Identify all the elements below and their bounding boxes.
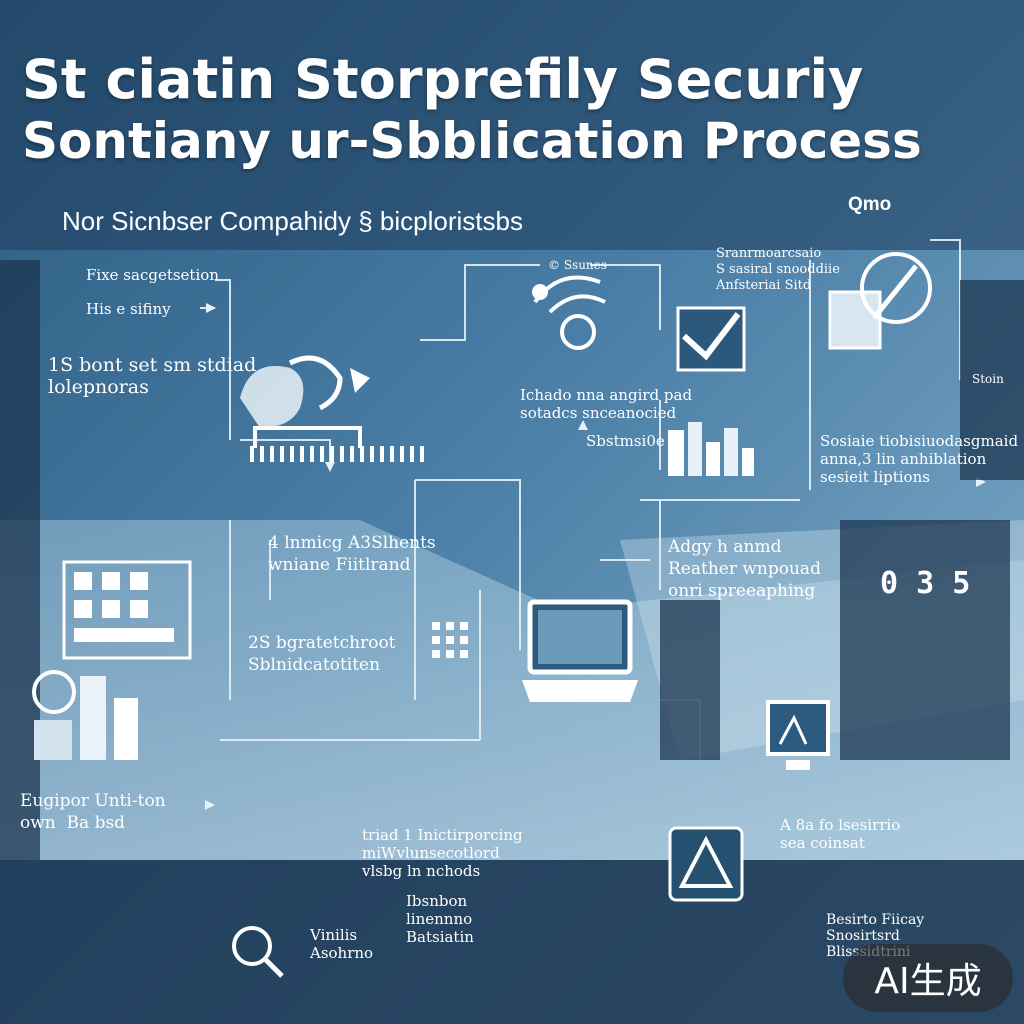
label-mid-right: Adgy h anmd Reather wnpouad onri spreeap… [668,536,821,602]
bars-icon [430,620,480,670]
numeric-readout: 0 3 5 [880,566,970,601]
label-bottom-center-2: Vinilis Asohrno [310,926,373,962]
label-bottom-center: triad 1 Inictirporcing miWvlunsecotlord … [362,826,523,880]
label-right-tiny: Stoin [972,370,1004,388]
devices-icon [30,668,170,768]
document-icon [826,248,936,352]
label-left-1: Fixe sacgetsetion [86,266,219,284]
label-mid-left-2: 2S bgratetchroot Sblnidcatotiten [248,632,396,676]
label-bottom-center-3: Ibsnbon linennno Batsiatin [406,892,474,946]
label-top-right-small: Qmo [848,194,891,216]
label-right-top: Sranrmoarcsaio S sasiral snooddiie Anfst… [716,246,840,294]
label-left-3: 1S bont set sm stdiad lolepnoras [48,354,256,398]
title-line-1: St ciatin Storprefily Securiy [22,48,863,111]
label-center-mid: Ichado nna angird pad sotadcs snceanocie… [520,386,692,422]
grid-icon [62,560,192,660]
label-bottom-left: Eugipor Unti-ton own Ba bsd [20,790,166,834]
building-icon [666,418,756,478]
label-mid-left: 4 lnmicg A3Slhents wniane Fiitlrand [268,532,436,576]
label-bottom-right: A 8a fo lsesirrio sea coinsat [780,816,900,852]
label-left-2: His e sifiny [86,300,171,318]
check-icon [676,306,746,372]
magnifier-icon [226,920,286,980]
label-center-top: © Ssunes [548,256,607,274]
hand-icon [520,262,630,357]
laptop-icon [520,598,640,708]
title-line-2: Sontiany ur-Sbblication Process [22,112,922,170]
subtitle: Nor Sicnbser Compahidy § bicploristsbs [62,206,523,237]
label-center-mid2: Sbstmsi0e [586,432,665,450]
triangle-icon [668,826,744,902]
monitor-icon [766,700,830,774]
ai-generated-badge: AI生成 [843,944,1013,1012]
label-right-mid: Sosiaie tiobisiuodasgmaid anna,3 lin anh… [820,432,1018,486]
